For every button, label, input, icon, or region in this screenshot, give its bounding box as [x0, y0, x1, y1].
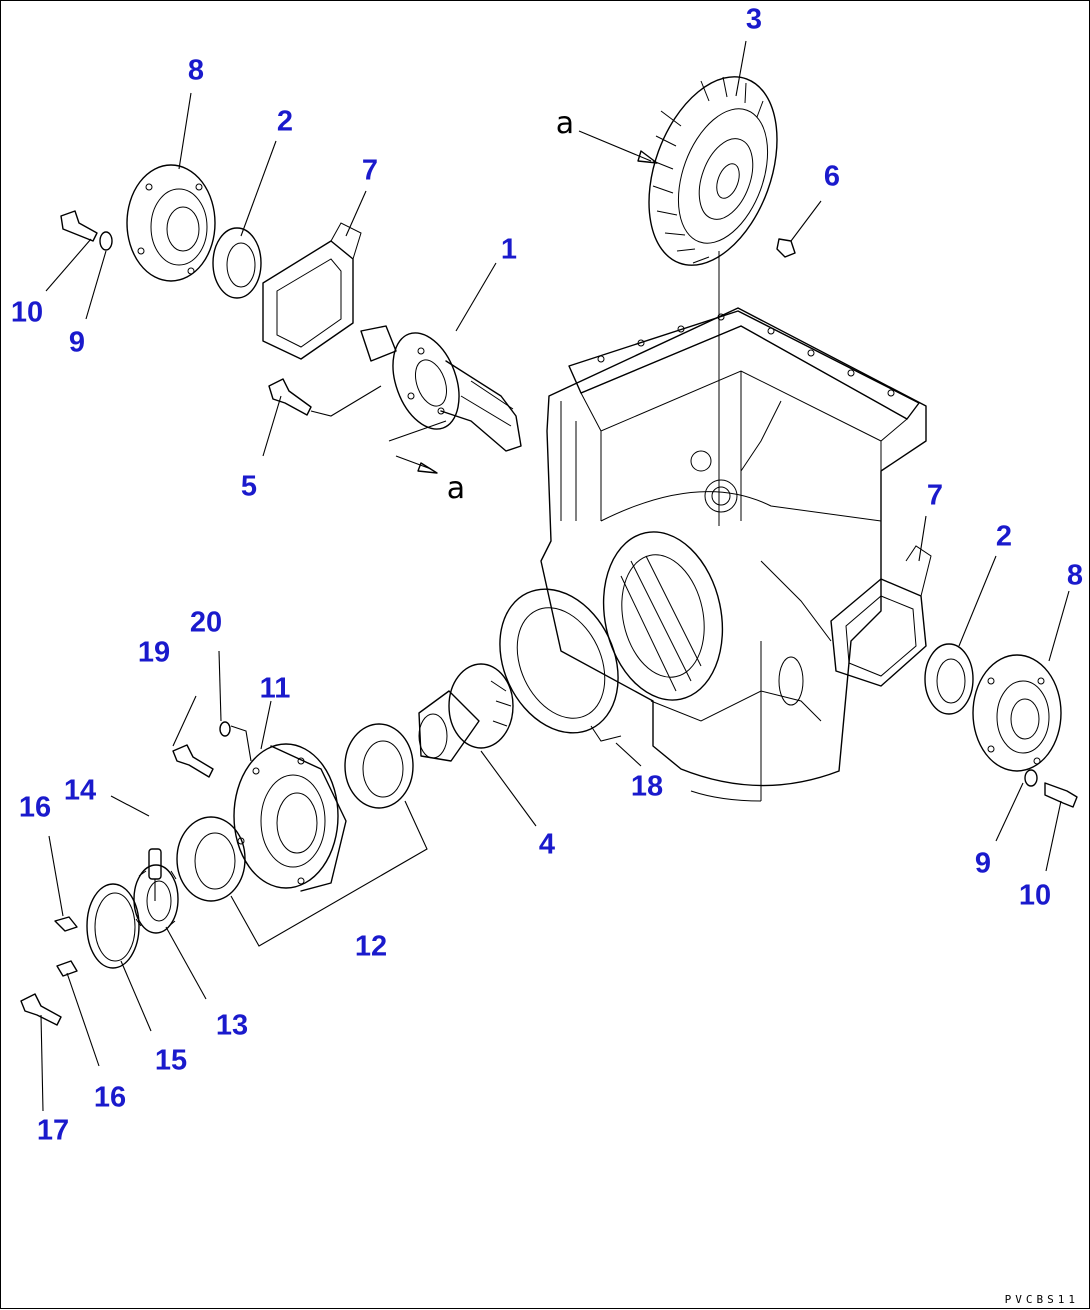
callout-3: 3 [745, 3, 763, 36]
callout-7-upper: 7 [361, 154, 379, 187]
callout-9-lower: 9 [974, 847, 992, 880]
callout-1: 1 [500, 233, 518, 266]
view-arrow-top [578, 130, 658, 164]
washer-20 [219, 721, 252, 762]
retainer-18 [499, 588, 622, 742]
bolt-5 [268, 378, 382, 417]
callout-8-lower: 8 [1066, 559, 1084, 592]
pin-14 [148, 848, 162, 901]
washer-9-right [1024, 769, 1038, 787]
callout-5: 5 [240, 470, 258, 503]
shim-7-left [262, 222, 362, 360]
bevel-pinion-shaft-1 [360, 325, 522, 452]
bearing-12 [176, 723, 428, 947]
gear-housing [540, 307, 927, 802]
bearing-cage-11 [233, 743, 347, 892]
bolt-10-left [60, 210, 98, 242]
cotter-pin-16-upper [54, 916, 78, 932]
callout-2-upper: 2 [276, 105, 294, 138]
callout-13: 13 [215, 1009, 249, 1042]
bolt-19 [172, 744, 214, 778]
callout-6: 6 [823, 160, 841, 193]
leader-lines [40, 40, 1070, 1112]
bearing-2-right [924, 643, 974, 715]
callout-15: 15 [154, 1044, 188, 1077]
gear-hub-4 [418, 663, 514, 762]
callout-20: 20 [189, 606, 223, 639]
view-arrow-bottom [388, 420, 447, 474]
bevel-gear [648, 76, 778, 526]
callout-11: 11 [259, 672, 291, 705]
view-mark-top: a [555, 106, 575, 141]
callout-19: 19 [137, 636, 171, 669]
view-mark-bottom: a [446, 471, 466, 506]
lock-nut-13 [133, 864, 179, 934]
callout-18: 18 [630, 770, 664, 803]
callout-9-upper: 9 [68, 326, 86, 359]
bolt-6 [776, 238, 796, 258]
drawing-code: PVCBS11 [1004, 1293, 1079, 1306]
lock-plate-15 [86, 883, 140, 969]
washer-9-left [99, 231, 113, 251]
bolt-10-right [1044, 782, 1078, 808]
callout-17: 17 [36, 1114, 70, 1147]
callout-14: 14 [63, 774, 97, 807]
callout-2-lower: 2 [995, 520, 1013, 553]
cotter-pin-16-lower [56, 960, 78, 977]
bearing-cover-8-right [972, 654, 1062, 772]
shim-7-right [830, 545, 932, 687]
callout-10-lower: 10 [1018, 879, 1052, 912]
callout-12: 12 [354, 930, 388, 963]
bearing-2-left [212, 227, 262, 299]
callout-8-upper: 8 [187, 54, 205, 87]
callout-7-lower: 7 [926, 479, 944, 512]
callout-16-upper: 16 [18, 791, 52, 824]
callout-4: 4 [538, 828, 556, 861]
bolt-17 [20, 993, 62, 1026]
bearing-cover-8-left [126, 164, 216, 282]
callout-10-upper: 10 [10, 296, 44, 329]
callout-16-lower: 16 [93, 1081, 127, 1114]
